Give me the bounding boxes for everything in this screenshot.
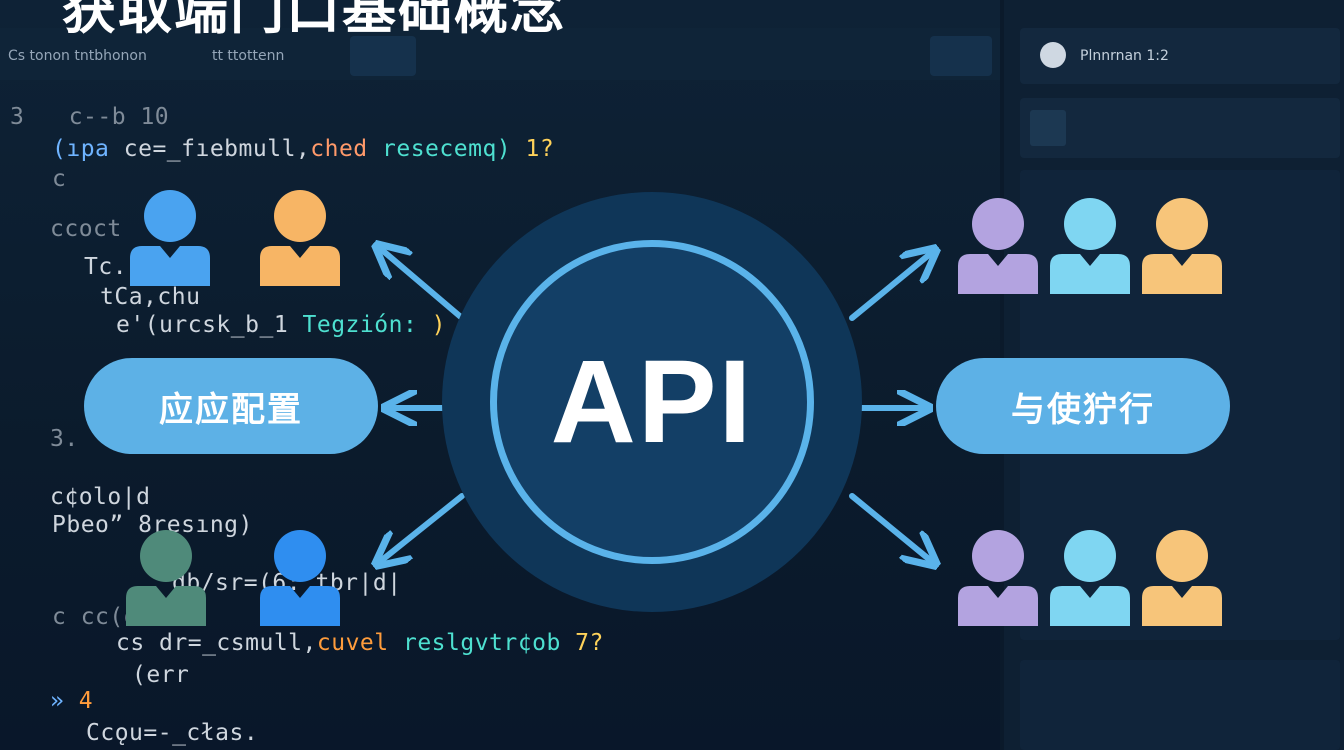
user-icon bbox=[1142, 530, 1222, 626]
code-line: cs dr=_csmull,cuvel reslgvtr¢ob 7? bbox=[116, 630, 604, 656]
editor-toolbar bbox=[0, 28, 1000, 80]
toolbar-text: tt ttottenn bbox=[212, 48, 285, 64]
side-panel-row bbox=[1020, 98, 1340, 158]
toolbar-button[interactable] bbox=[930, 36, 992, 76]
user-icon bbox=[126, 530, 206, 626]
code-line: e'(urcsk_b_1 Tegzión: ) bbox=[116, 312, 446, 338]
arrow-bottom-left bbox=[382, 493, 465, 560]
page-title: 获取端门口基础概念 bbox=[62, 0, 566, 41]
code-line: (err bbox=[132, 662, 190, 688]
arrow-bottom-right bbox=[849, 493, 930, 560]
toolbar-text: Cs tonon tntbhonon bbox=[8, 48, 147, 64]
user-icon bbox=[958, 198, 1038, 294]
user-icon bbox=[1050, 198, 1130, 294]
code-line: 3 c--b 10 bbox=[10, 104, 170, 130]
code-line: ccoct bbox=[50, 216, 122, 242]
chevron-down-icon[interactable] bbox=[1030, 110, 1066, 146]
code-line: 3. bbox=[50, 426, 79, 452]
toolbar-button[interactable] bbox=[350, 36, 416, 76]
code-line: » 4 bbox=[50, 688, 94, 714]
side-panel-title: Plnnrnan 1:2 bbox=[1080, 48, 1169, 64]
code-line: c bbox=[52, 166, 67, 192]
code-line: Ccǫu=-_cłas. bbox=[86, 720, 259, 746]
api-hub-ring bbox=[490, 240, 814, 564]
left-concept-pill: 应应配置 bbox=[84, 358, 378, 454]
user-icon bbox=[130, 190, 210, 286]
user-icon bbox=[260, 530, 340, 626]
code-line: tCa,chu bbox=[100, 284, 201, 310]
code-line: Tc. bbox=[84, 254, 128, 280]
code-line: (ıpa ce=_fıebmull,ched resecemq) 1? bbox=[52, 136, 555, 162]
api-hub-label: API bbox=[550, 336, 754, 468]
arrow-top-left bbox=[382, 250, 465, 321]
user-icon bbox=[1142, 198, 1222, 294]
user-icon bbox=[260, 190, 340, 286]
right-concept-pill: 与使狞行 bbox=[936, 358, 1230, 454]
side-panel-footer bbox=[1020, 660, 1340, 750]
avatar bbox=[1040, 42, 1066, 68]
user-icon bbox=[958, 530, 1038, 626]
code-line: c¢olo|d bbox=[50, 484, 151, 510]
arrow-top-right bbox=[849, 254, 930, 321]
side-panel-header bbox=[1020, 28, 1340, 84]
user-icon bbox=[1050, 530, 1130, 626]
